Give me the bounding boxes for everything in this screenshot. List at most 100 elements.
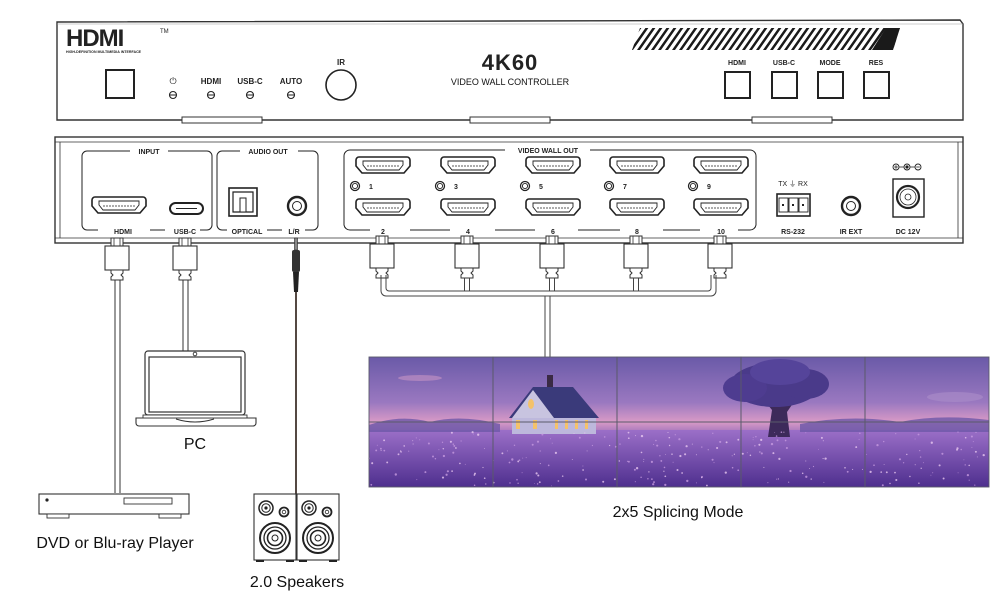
svg-text:USB-C: USB-C [773, 60, 795, 67]
flower-sparkle [380, 449, 382, 451]
flower-sparkle [375, 449, 378, 452]
flower-sparkle [873, 464, 875, 467]
indicator-usbc: USB-C [237, 77, 263, 100]
flower-sparkle [712, 432, 714, 434]
speakers-label: 2.0 Speakers [250, 574, 344, 591]
hdmi-out-port-10[interactable] [693, 198, 749, 216]
flower-sparkle [963, 459, 965, 461]
hdmi-out-port-4[interactable] [440, 198, 496, 216]
flower-sparkle [547, 464, 550, 467]
power-button[interactable] [105, 69, 135, 99]
flower-sparkle [684, 453, 687, 456]
flower-sparkle [671, 453, 673, 455]
port-led-icon [687, 180, 699, 192]
flower-sparkle [647, 477, 649, 480]
flower-sparkle [975, 431, 977, 433]
flower-sparkle [424, 471, 427, 474]
hdmi-out-port-6[interactable] [525, 198, 581, 216]
polarity-icon [892, 163, 922, 171]
flower-sparkle [370, 483, 373, 486]
flower-sparkle [554, 451, 558, 455]
flower-sparkle [634, 481, 636, 483]
flower-sparkle [852, 468, 854, 470]
flower-sparkle [960, 448, 962, 451]
rs232-port[interactable]: TX ⏚ RX RS-232 [776, 180, 811, 236]
flower-sparkle [521, 472, 523, 474]
flower-sparkle [775, 435, 778, 437]
flower-sparkle [664, 483, 667, 487]
button-usbc[interactable]: USB-C [771, 60, 798, 99]
flower-sparkle [716, 446, 719, 450]
button-mode[interactable]: MODE [817, 60, 844, 99]
flower-sparkle [784, 439, 787, 442]
flower-sparkle [763, 466, 765, 468]
hdmi-out-port-9[interactable] [693, 156, 749, 174]
flower-sparkle [442, 448, 445, 450]
hdmi-logo-text: HDMI [66, 25, 124, 52]
flower-sparkle [453, 444, 456, 447]
flower-sparkle [788, 481, 790, 483]
flower-sparkle [686, 479, 689, 483]
flower-sparkle [541, 433, 544, 436]
flower-sparkle [741, 452, 744, 455]
flower-sparkle [618, 460, 620, 462]
flower-sparkle [812, 465, 815, 468]
dvd-player-icon [38, 493, 190, 519]
flower-sparkle [733, 453, 736, 455]
lr-audio-port[interactable] [286, 195, 308, 217]
flower-sparkle [707, 449, 709, 451]
optical-port[interactable] [228, 187, 258, 217]
hdmi-out-port-7[interactable] [609, 156, 665, 174]
flower-sparkle [801, 472, 804, 475]
decorative-stripe [632, 28, 900, 50]
audio-jack-plug [292, 237, 300, 292]
flower-sparkle [966, 473, 970, 477]
flower-sparkle [557, 480, 560, 482]
dvd-player-label: DVD or Blu-ray Player [36, 535, 194, 552]
flower-sparkle [511, 458, 514, 461]
flower-sparkle [446, 470, 449, 473]
port-led-icon [603, 180, 615, 192]
hdmi-input-port[interactable] [91, 196, 147, 214]
flower-sparkle [678, 438, 681, 441]
button-res[interactable]: RES [863, 60, 890, 99]
flower-sparkle [691, 443, 693, 445]
hdmi-out-port-3[interactable] [440, 156, 496, 174]
button-hdmi[interactable]: HDMI [724, 60, 751, 99]
port-number-label: 5 [539, 184, 543, 191]
flower-sparkle [885, 471, 888, 474]
hdmi-out-port-1[interactable] [355, 156, 411, 174]
hdmi-out-port-8[interactable] [609, 198, 665, 216]
flower-sparkle [869, 470, 872, 474]
flower-sparkle [974, 484, 976, 486]
svg-text:AUDIO OUT: AUDIO OUT [248, 149, 288, 156]
port-number-label: 10 [717, 229, 725, 236]
flower-sparkle [822, 458, 824, 460]
flower-sparkle [517, 460, 520, 463]
flower-sparkle [633, 468, 636, 471]
ir-ext-port[interactable]: IR EXT [840, 195, 863, 236]
flower-sparkle [906, 453, 908, 456]
flower-sparkle [513, 444, 516, 446]
flower-sparkle [442, 454, 446, 458]
flower-sparkle [758, 443, 761, 446]
power-icon: ⏻ [169, 76, 176, 86]
flower-sparkle [777, 478, 779, 480]
flower-sparkle [846, 470, 849, 473]
dc-power-port[interactable]: DC 12V [892, 163, 925, 236]
flower-sparkle [919, 450, 921, 452]
hdmi-out-port-2[interactable] [355, 198, 411, 216]
flower-sparkle [571, 459, 573, 461]
flower-sparkle [399, 450, 402, 452]
flower-sparkle [397, 453, 400, 456]
flower-sparkle [823, 481, 825, 483]
hdmi-out-port-5[interactable] [525, 156, 581, 174]
flower-sparkle [522, 457, 524, 459]
cables [104, 235, 733, 494]
flower-sparkle [517, 482, 519, 484]
flower-sparkle [724, 471, 727, 474]
flower-sparkle [968, 464, 970, 467]
flower-sparkle [660, 459, 663, 462]
flower-sparkle [619, 443, 621, 445]
